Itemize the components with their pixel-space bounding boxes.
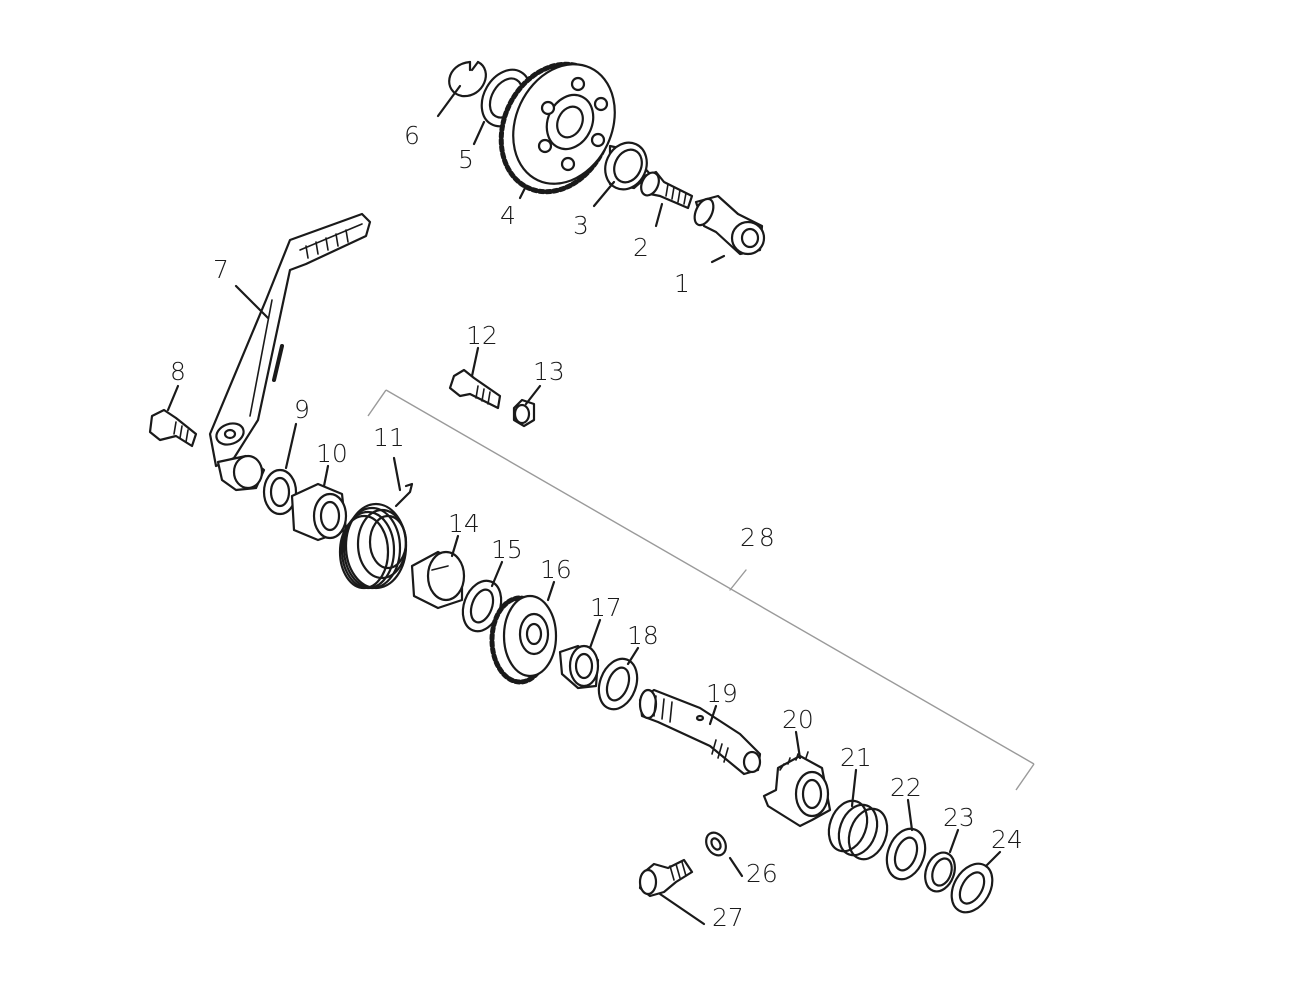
- callout-numbers: 1 2 3 4 5 6 7 8 9 10 11 12 13 14 15 16 1…: [170, 121, 1023, 932]
- callout-7: 7: [213, 255, 229, 284]
- part-10-bushing: [290, 482, 348, 542]
- callout-8: 8: [170, 357, 186, 386]
- callout-3: 3: [573, 211, 589, 240]
- leader-20: [794, 730, 802, 760]
- leader-8: [166, 384, 180, 412]
- part-27-bolt: [638, 858, 694, 898]
- part-19-shaft: [638, 688, 762, 776]
- callout-27: 27: [712, 903, 744, 932]
- part-21-spring: [827, 799, 889, 861]
- leader-6: [436, 84, 462, 118]
- leader-12: [470, 346, 480, 378]
- leader-17: [588, 618, 602, 650]
- callout-14: 14: [448, 509, 480, 538]
- part-4-gear: [498, 61, 616, 195]
- callout-26: 26: [746, 859, 778, 888]
- part-11-spring: [338, 482, 414, 590]
- part-22-washer: [885, 827, 927, 881]
- callout-15: 15: [491, 535, 523, 564]
- leader-18: [626, 646, 640, 666]
- part-17-bearing: [558, 644, 600, 690]
- leader-2: [654, 202, 664, 228]
- callout-1: 1: [674, 269, 690, 298]
- part-16-gear: [489, 594, 558, 685]
- callout-19: 19: [706, 679, 738, 708]
- callout-5: 5: [458, 145, 474, 174]
- callout-24: 24: [991, 825, 1023, 854]
- callout-28: 28: [740, 523, 778, 552]
- leader-9: [284, 422, 298, 470]
- leader-1: [710, 254, 726, 264]
- leader-22: [906, 798, 914, 832]
- part-14-ring: [410, 550, 466, 610]
- callout-10: 10: [316, 439, 348, 468]
- callout-6: 6: [404, 121, 420, 150]
- callout-11: 11: [373, 423, 405, 452]
- leader-21: [850, 768, 858, 808]
- part-15-washer: [461, 579, 503, 633]
- callout-23: 23: [943, 803, 975, 832]
- assembly-bracket-28: [367, 389, 1035, 791]
- leader-11: [392, 456, 402, 492]
- part-20-ratchet: [762, 751, 832, 828]
- callout-18: 18: [627, 621, 659, 650]
- part-8-bolt: [148, 408, 198, 448]
- leader-19: [708, 704, 718, 726]
- leader-24: [984, 850, 1002, 868]
- leader-4: [518, 184, 528, 200]
- leader-15: [490, 560, 504, 588]
- part-24-washer: [950, 862, 994, 914]
- leader-3: [592, 180, 616, 208]
- callout-20: 20: [782, 705, 814, 734]
- part-18-washer: [597, 657, 639, 711]
- part-12-bolt: [448, 368, 502, 410]
- callout-13: 13: [533, 357, 565, 386]
- leader-16: [546, 580, 556, 602]
- part-6-circlip: [448, 60, 487, 98]
- callout-21: 21: [840, 743, 872, 772]
- leader-10: [322, 464, 330, 488]
- callout-12: 12: [466, 321, 498, 350]
- part-1-shaft: [693, 194, 766, 256]
- part-3-bearing: [604, 141, 652, 191]
- part-9-washer: [262, 468, 298, 516]
- part-26-washer: [705, 831, 727, 857]
- leader-7: [234, 284, 270, 320]
- part-13-nut: [512, 398, 536, 428]
- leader-13: [524, 384, 542, 406]
- callout-2: 2: [633, 233, 649, 262]
- leader-5: [472, 120, 486, 146]
- leader-lines: [166, 84, 1002, 926]
- callout-22: 22: [890, 773, 922, 802]
- leader-14: [450, 534, 460, 558]
- part-7-kick-lever: [208, 212, 372, 492]
- callout-4: 4: [500, 201, 516, 230]
- leader-27: [658, 892, 706, 926]
- part-23-circlip: [924, 851, 956, 893]
- part-2-bolt: [640, 170, 694, 210]
- callout-16: 16: [540, 555, 572, 584]
- leader-23: [948, 828, 960, 854]
- leader-26: [728, 856, 744, 878]
- callout-17: 17: [590, 593, 622, 622]
- callout-9: 9: [294, 395, 310, 424]
